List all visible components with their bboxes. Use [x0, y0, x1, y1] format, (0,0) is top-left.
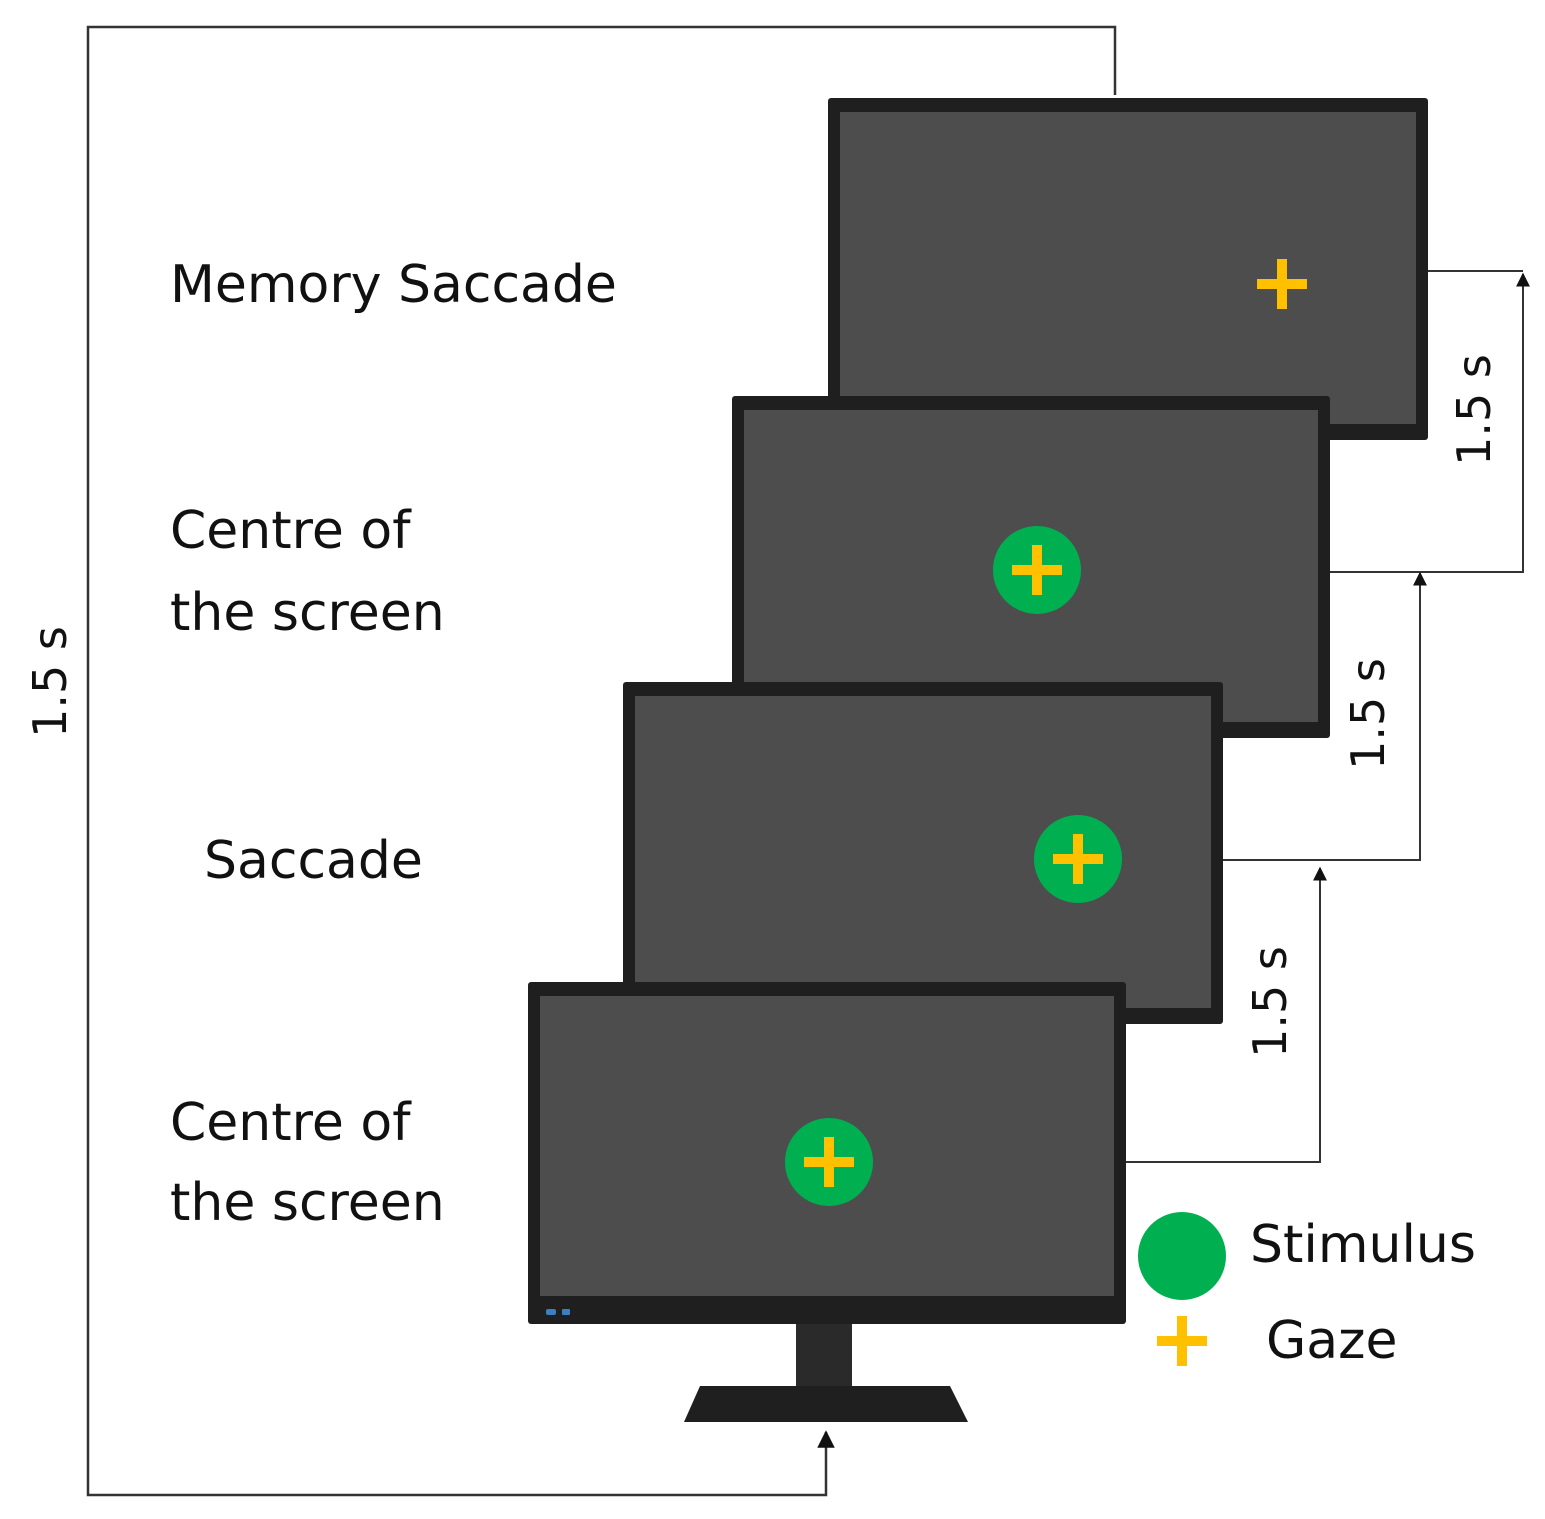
legend-gaze-icon	[1157, 1316, 1207, 1366]
loop-back-connector	[86, 25, 1117, 1497]
gaze-icon	[1257, 259, 1307, 309]
loop-duration-label: 1.5 s	[23, 626, 77, 738]
step1-label-line2: the screen	[170, 1173, 445, 1233]
connector-step1-to-step2	[1126, 866, 1327, 1163]
monitor-centre-return	[732, 396, 1330, 738]
monitor-centre-start	[528, 982, 1126, 1422]
legend-stimulus-label: Stimulus	[1250, 1215, 1476, 1275]
legend-stimulus-icon	[1138, 1212, 1226, 1300]
gaze-icon	[1012, 545, 1062, 595]
monitor-screen	[840, 112, 1416, 424]
connector-step2-to-step3	[1222, 571, 1427, 861]
step2-label: Saccade	[204, 831, 423, 891]
power-button-icon	[562, 1309, 570, 1315]
connector-step3-to-step4	[1330, 272, 1530, 573]
step1-to-2-duration-label: 1.5 s	[1243, 946, 1297, 1058]
legend-gaze-label: Gaze	[1266, 1311, 1397, 1371]
monitor-memory-saccade	[828, 98, 1428, 440]
power-led-icon	[546, 1309, 556, 1315]
monitor-saccade	[623, 682, 1223, 1024]
monitor-stand-base	[684, 1386, 968, 1422]
step3-label-line2: the screen	[170, 583, 445, 643]
gaze-icon	[804, 1137, 854, 1187]
step2-to-3-duration-label: 1.5 s	[1341, 658, 1395, 770]
step4-label: Memory Saccade	[170, 255, 617, 315]
legend: Stimulus Gaze	[1138, 1212, 1476, 1371]
monitor-neck	[796, 1322, 852, 1394]
step3-to-4-duration-label: 1.5 s	[1447, 354, 1501, 466]
gaze-icon	[1053, 834, 1103, 884]
step3-label-line1: Centre of	[170, 501, 412, 561]
monitor-screen	[635, 696, 1211, 1008]
step1-label-line1: Centre of	[170, 1093, 412, 1153]
